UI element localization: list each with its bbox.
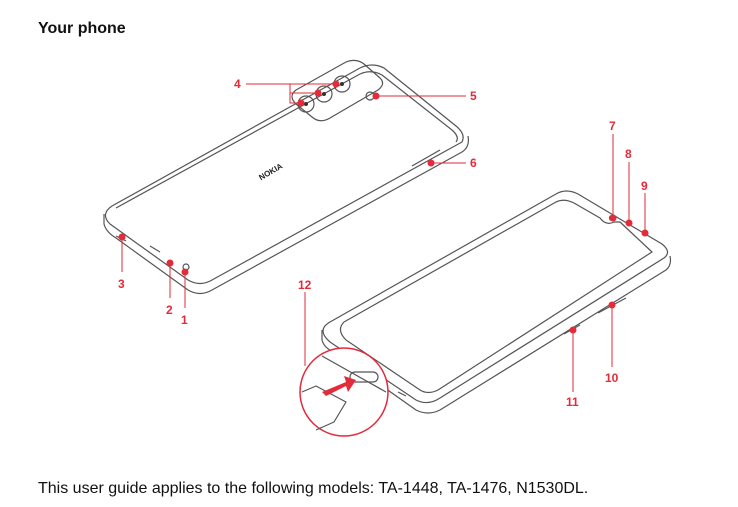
callout-7: 7 bbox=[609, 119, 616, 133]
usb-port-magnifier bbox=[299, 347, 389, 437]
models-note: This user guide applies to the following… bbox=[38, 480, 589, 497]
callout-4: 4 bbox=[234, 77, 241, 91]
callout-1: 1 bbox=[181, 313, 188, 327]
page-title: Your phone bbox=[38, 20, 126, 37]
callout-10: 10 bbox=[605, 371, 619, 385]
callout-11: 11 bbox=[566, 395, 579, 409]
callout-6: 6 bbox=[470, 156, 477, 170]
callout-9: 9 bbox=[641, 179, 648, 193]
callout-3: 3 bbox=[118, 277, 125, 291]
callout-2: 2 bbox=[166, 303, 173, 317]
brand-logo: NOKIA bbox=[257, 161, 284, 182]
callout-12: 12 bbox=[298, 278, 312, 292]
callout-8: 8 bbox=[625, 147, 632, 161]
callouts bbox=[118, 80, 649, 392]
callout-5: 5 bbox=[470, 89, 477, 103]
phone-back-view: NOKIA bbox=[103, 59, 469, 295]
